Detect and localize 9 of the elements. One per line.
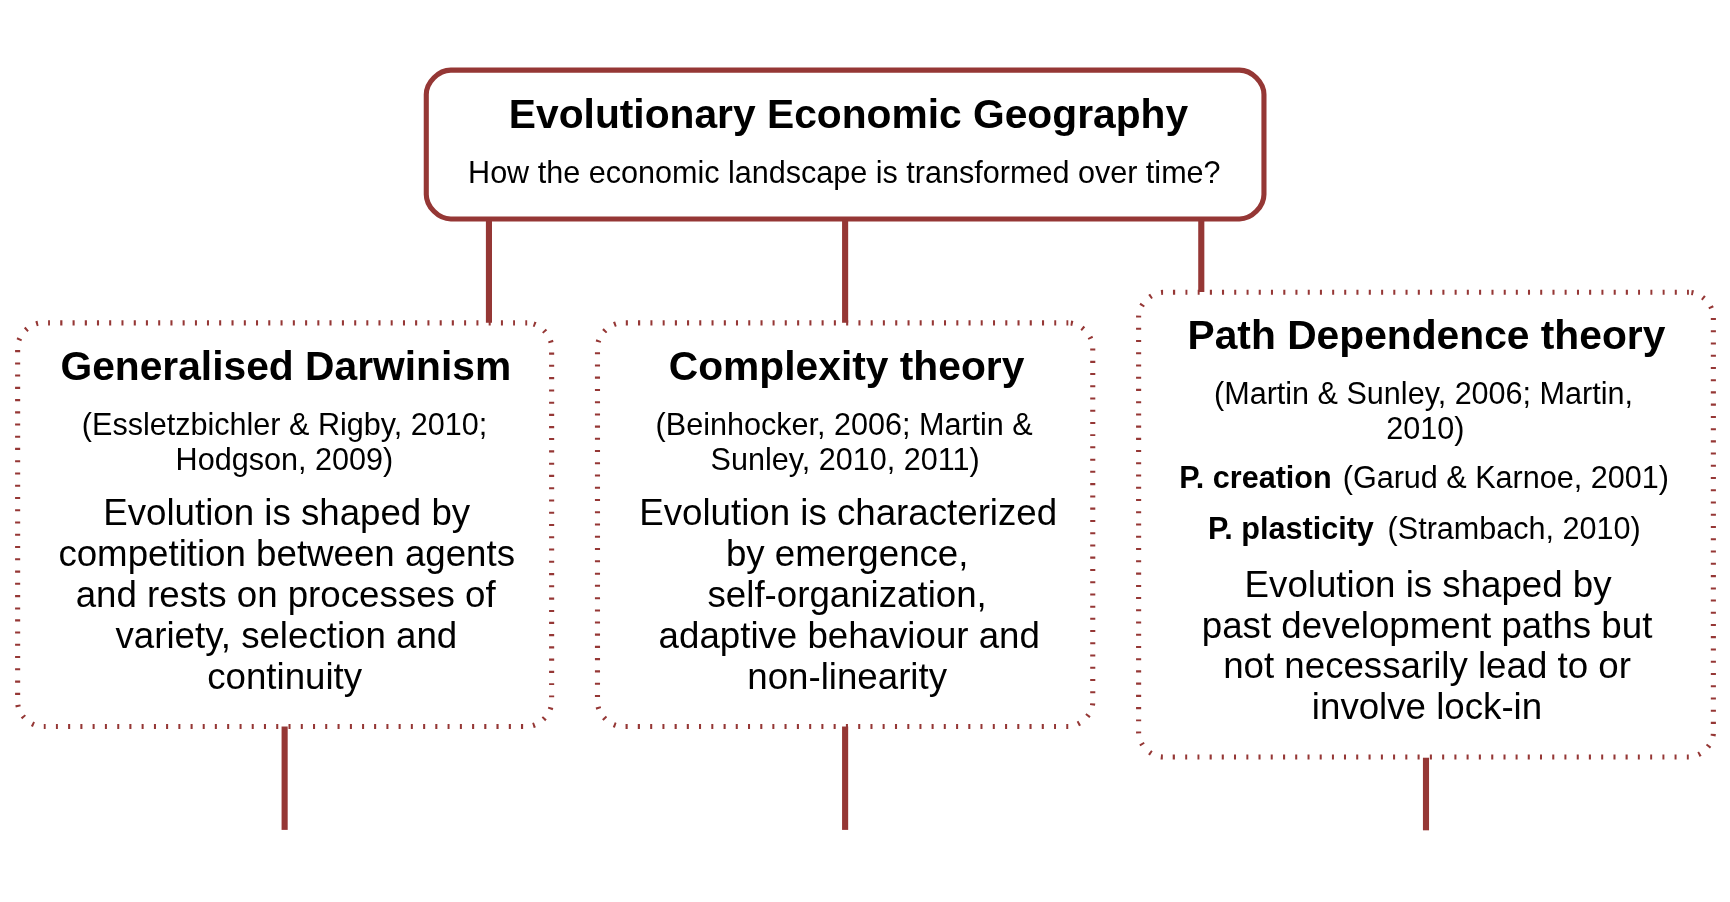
node-box: Evolutionary Economic Geography How the economic landscape is transformed over time?	[423, 67, 1266, 222]
connector	[841, 219, 848, 323]
node-box: Path Dependence theory (Martin & Sunley, 2006; Martin, 2010) P. creation (Garud & Karnoe, 2001) P. plasticity (Strambach, 2010) Evolution is shaped by past development paths but not necessarily lead to or involve lock-in	[1135, 289, 1716, 760]
connector	[1422, 757, 1429, 831]
connector	[841, 726, 848, 830]
connector	[281, 726, 288, 830]
connector	[485, 219, 492, 323]
node-box: Complexity theory (Beinhocker, 2006; Martin & Sunley, 2010, 2011) Evolution is characterized by emergence, self-organization, adaptive behaviour and non-linearity	[594, 320, 1095, 729]
node-box: Generalised Darwinism (Essletzbichler & Rigby, 2010; Hodgson, 2009) Evolution is shaped by competition between agents and rests on processes of variety, selection and continuity	[14, 320, 554, 729]
